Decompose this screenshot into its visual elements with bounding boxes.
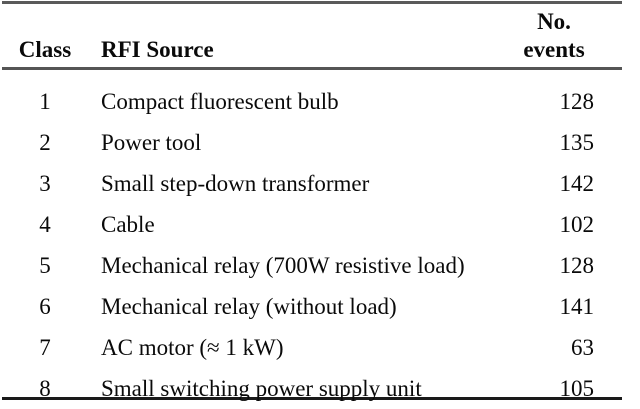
cell-rfi-source: Mechanical relay (700W resistive load): [101, 253, 465, 278]
cell-class: 4: [39, 212, 51, 237]
cell-rfi-source: Mechanical relay (without load): [101, 294, 397, 319]
cell-rfi-source: Small switching power supply unit: [101, 376, 422, 401]
cell-class: 1: [39, 89, 51, 114]
cell-no-events: 128: [559, 253, 595, 278]
table-row: 2 Power tool 135: [2, 122, 622, 163]
cell-class: 5: [39, 253, 51, 278]
table-top-rule: [2, 1, 622, 4]
cell-rfi-source: Cable: [101, 212, 155, 237]
table-bottom-rule: [2, 397, 622, 400]
cell-rfi-source: AC motor (≈ 1 kW): [101, 335, 284, 360]
table-row: 5 Mechanical relay (700W resistive load)…: [2, 245, 622, 286]
table-header: Class RFI Source No. events: [2, 0, 622, 70]
table-row: 7 AC motor (≈ 1 kW) 63: [2, 327, 622, 368]
cell-class: 2: [39, 130, 51, 155]
cell-class: 6: [39, 294, 51, 319]
cell-no-events: 141: [559, 294, 595, 319]
column-header-no-events-line1: No.: [537, 9, 571, 34]
cell-no-events: 142: [559, 171, 595, 196]
table-row: 4 Cable 102: [2, 204, 622, 245]
table-row: 3 Small step-down transformer 142: [2, 163, 622, 204]
table-header-row: Class RFI Source No. events: [2, 0, 622, 70]
column-header-no-events: No. events: [500, 0, 622, 70]
cell-no-events: 128: [559, 89, 595, 114]
column-header-rfi-source: RFI Source: [101, 37, 214, 62]
table-row: 6 Mechanical relay (without load) 141: [2, 286, 622, 327]
cell-class: 3: [39, 171, 51, 196]
column-header-class: Class: [18, 37, 72, 62]
cell-rfi-source: Small step-down transformer: [101, 171, 370, 196]
cell-no-events: 105: [559, 376, 595, 401]
cell-no-events: 63: [571, 335, 594, 360]
column-header-no-events-line2: events: [523, 37, 585, 62]
table-row: 8 Small switching power supply unit 105: [2, 368, 622, 409]
rfi-source-table: Class RFI Source No. events 1 Compact fl…: [2, 0, 622, 409]
table-header-rule: [2, 67, 622, 70]
cell-class: 8: [39, 376, 51, 401]
cell-no-events: 102: [559, 212, 595, 237]
cell-class: 7: [39, 335, 51, 360]
cell-rfi-source: Power tool: [101, 130, 202, 155]
cell-no-events: 135: [559, 130, 595, 155]
cell-rfi-source: Compact fluorescent bulb: [101, 89, 339, 114]
table-row: 1 Compact fluorescent bulb 128: [2, 70, 622, 122]
table-body: 1 Compact fluorescent bulb 128 2 Power t…: [2, 70, 622, 409]
